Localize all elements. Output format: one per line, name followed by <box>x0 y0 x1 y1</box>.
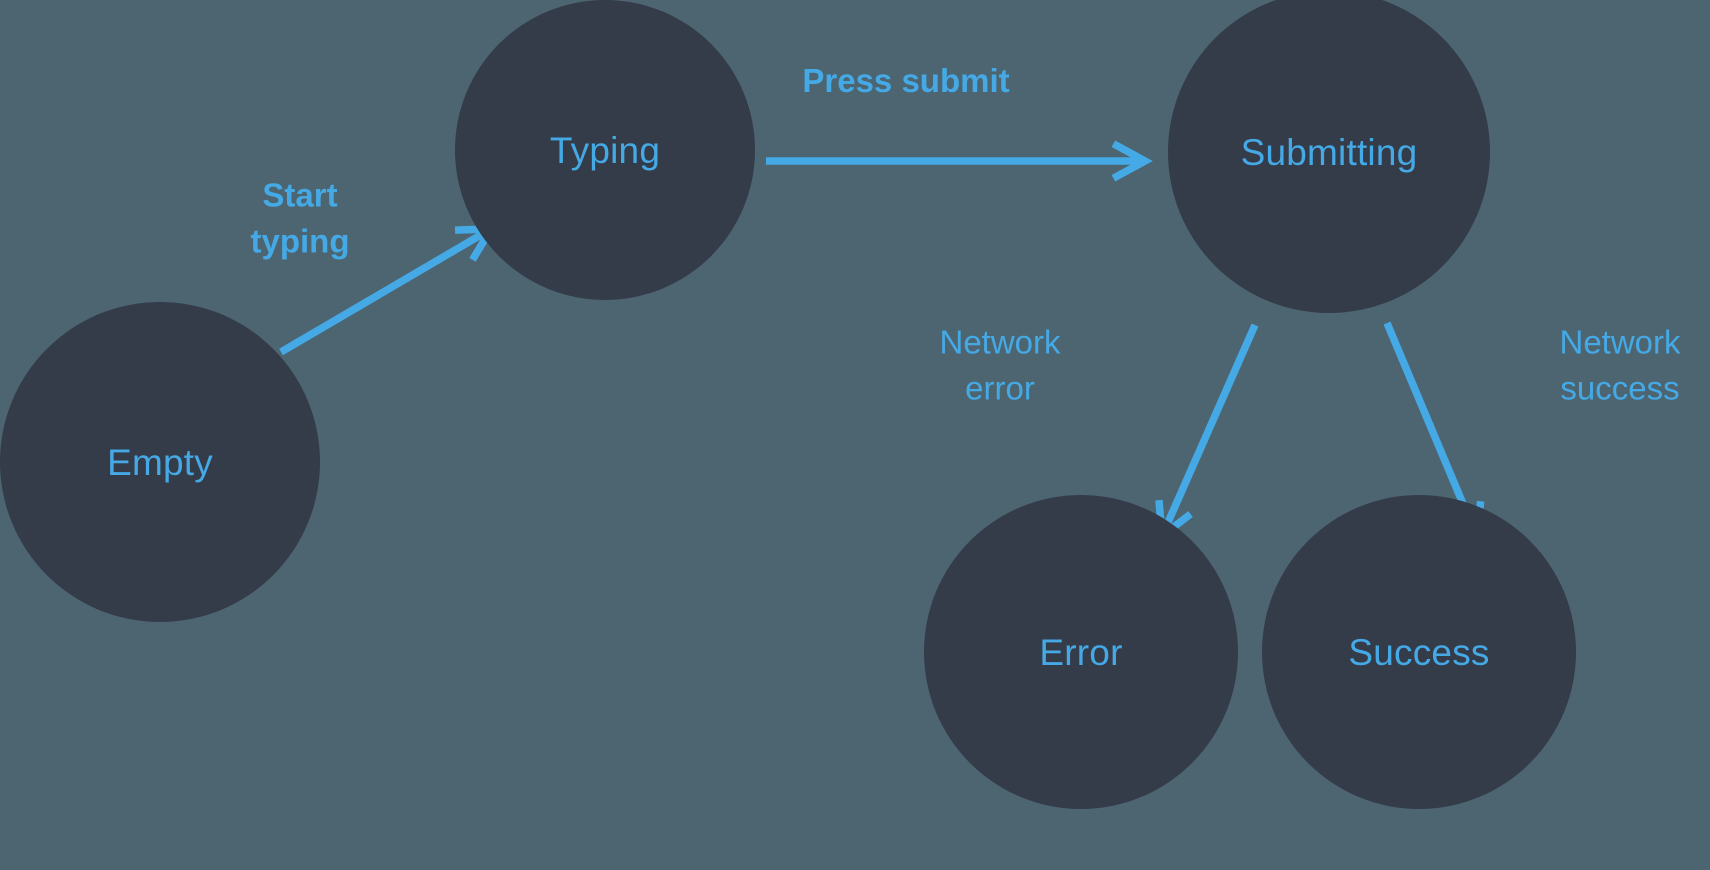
edge-label-network-success: Network success <box>1559 323 1681 406</box>
edge-line-submitting-to-error <box>1159 323 1259 535</box>
state-node-label-error: Error <box>1039 631 1123 673</box>
edge-label-start-typing: Start typing <box>250 176 350 259</box>
state-node-empty[interactable]: Empty <box>0 302 320 622</box>
state-node-typing[interactable]: Typing <box>455 0 755 300</box>
state-node-label-empty: Empty <box>107 441 213 483</box>
edge-label-network-error: Network error <box>939 323 1061 406</box>
state-node-label-typing: Typing <box>549 129 661 171</box>
state-node-label-success: Success <box>1348 631 1490 673</box>
edge-label-press-submit: Press submit <box>802 62 1010 100</box>
state-node-success[interactable]: Success <box>1262 495 1576 809</box>
state-node-submitting[interactable]: Submitting <box>1168 0 1490 313</box>
edge-arrowhead-typing-to-submitting <box>1111 140 1153 182</box>
state-node-label-submitting: Submitting <box>1240 131 1418 173</box>
state-node-error[interactable]: Error <box>924 495 1238 809</box>
